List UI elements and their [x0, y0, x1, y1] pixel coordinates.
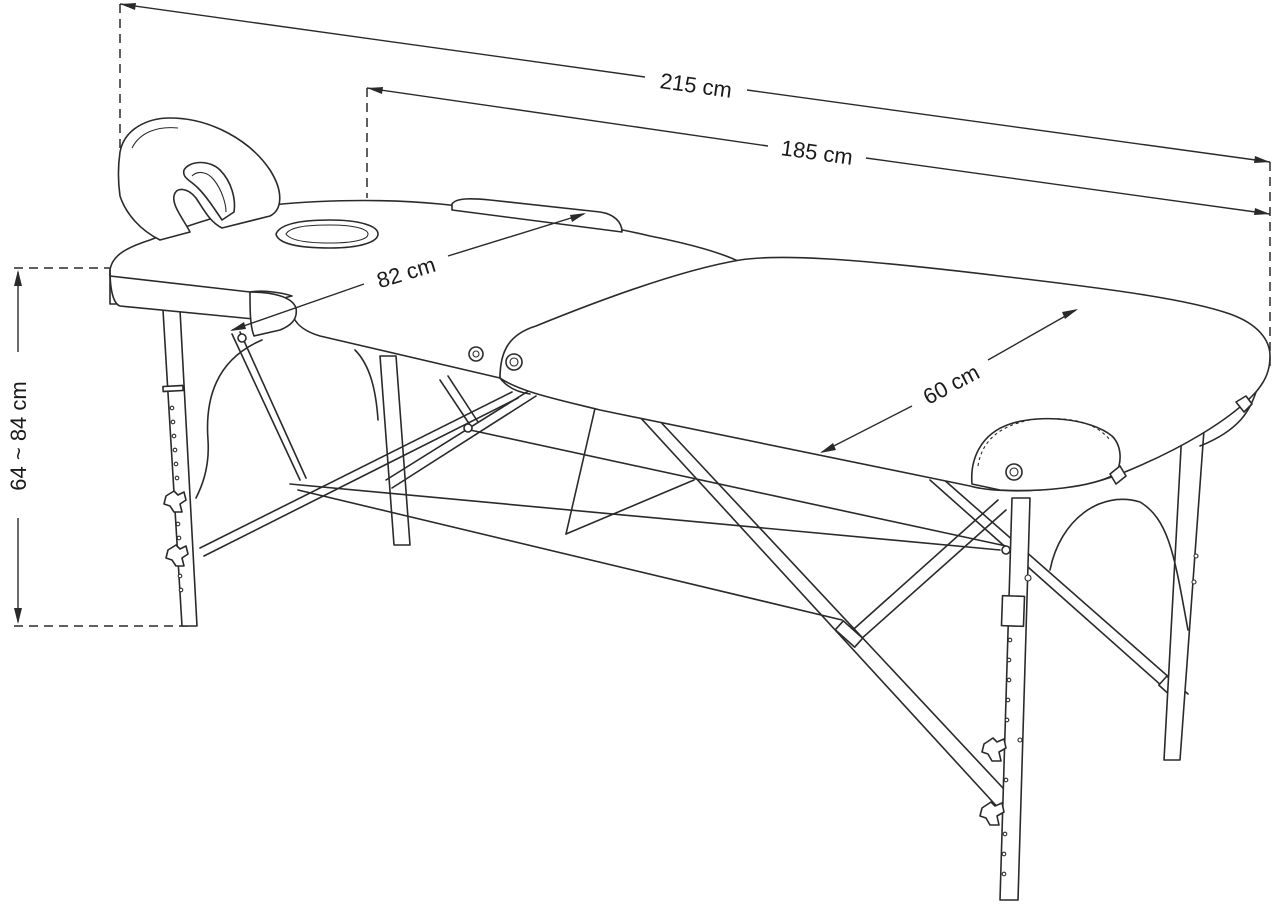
- hinge-knob-icon: [505, 353, 523, 371]
- label-height: 64 ~ 84 cm: [6, 381, 31, 490]
- table-top: [109, 117, 1271, 555]
- label-total-length: 215 cm: [659, 68, 734, 103]
- leg-holes-right: [1001, 637, 1013, 877]
- latch-icon: [1235, 395, 1253, 413]
- knob-icon: [981, 737, 1007, 762]
- knob-icon: [979, 801, 1005, 826]
- extension-lines: [14, 4, 1271, 627]
- dimension-height: 64 ~ 84 cm: [6, 270, 31, 624]
- table-frame: [162, 309, 1205, 901]
- dimension-table-length: 185 cm: [366, 87, 1271, 215]
- dimension-total-length: 215 cm: [119, 3, 1271, 163]
- label-table-length: 185 cm: [779, 135, 854, 170]
- arm-rest: [451, 198, 623, 233]
- leg-holes-left: [169, 405, 184, 593]
- knob-icon: [163, 490, 187, 513]
- hinge-knob-icon: [468, 346, 484, 362]
- hinge-knob-icon: [1005, 463, 1023, 481]
- knob-icon: [165, 544, 189, 567]
- latch-icon: [1109, 465, 1127, 485]
- face-hole: [275, 219, 379, 249]
